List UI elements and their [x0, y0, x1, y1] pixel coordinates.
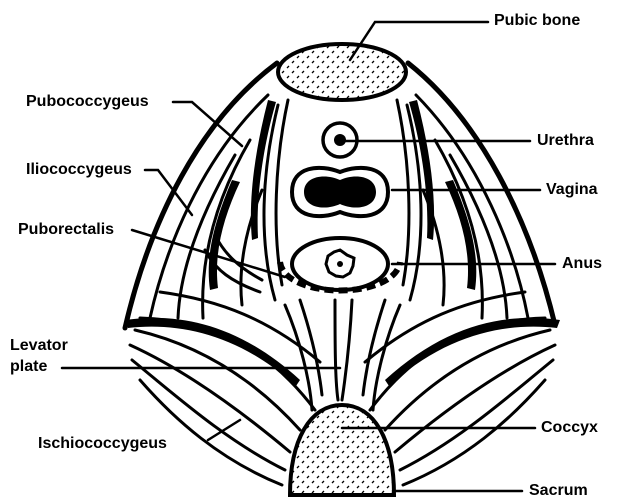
right-thick-bands [385, 100, 560, 386]
anus-label: Anus [562, 255, 602, 273]
coccyx-label: Coccyx [541, 419, 598, 437]
ischiococcygeus-label: Ischiococcygeus [38, 435, 167, 453]
pubococcygeus-label: Pubococcygeus [26, 93, 149, 111]
vagina-label: Vagina [546, 181, 598, 199]
sacrum-label: Sacrum [529, 482, 588, 500]
pubic-bone [278, 44, 406, 100]
pubic-bone-label: Pubic bone [494, 12, 580, 30]
urethra-label: Urethra [537, 132, 594, 150]
vagina [292, 168, 388, 216]
coccyx [290, 405, 394, 495]
puborectalis-label: Puborectalis [18, 221, 114, 239]
iliococcygeus-label: Iliococcygeus [26, 161, 132, 179]
anus [292, 238, 388, 290]
levator-plate-label-line2: plate [10, 358, 47, 376]
levator-plate-label-line1: Levator [10, 337, 68, 355]
